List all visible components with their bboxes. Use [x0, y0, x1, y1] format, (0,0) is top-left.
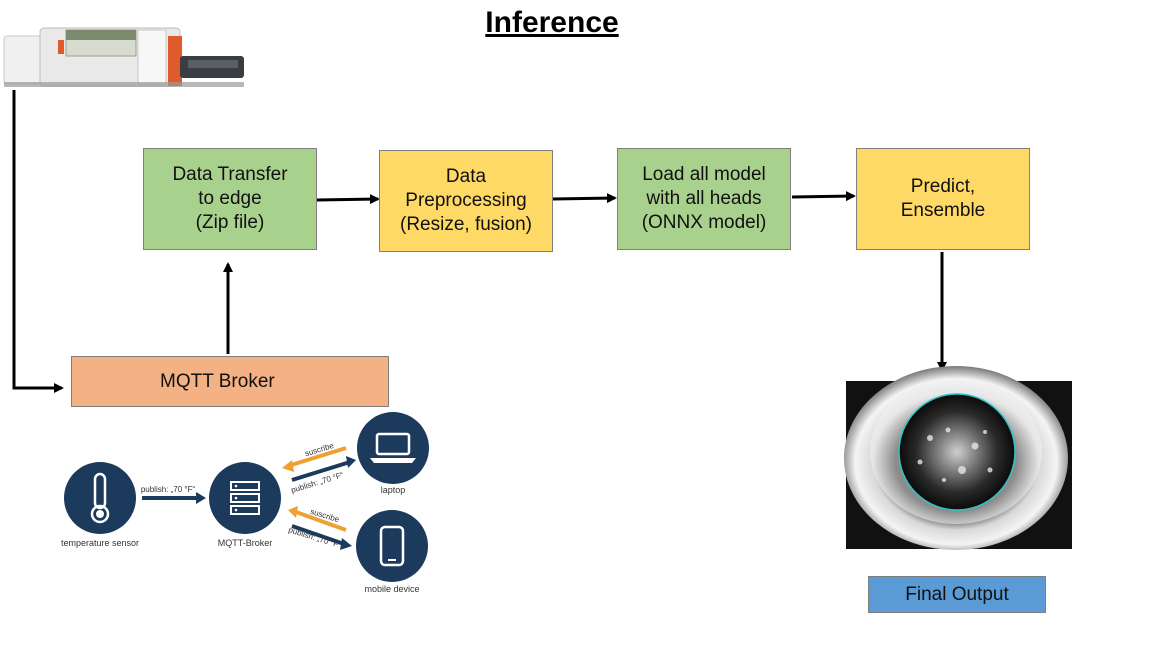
step-load-models: Load all model with all heads (ONNX mode…	[617, 148, 791, 250]
arrow-transfer-to-preprocessing	[316, 194, 380, 205]
final-output-label: Final Output	[868, 576, 1046, 613]
step-data-preprocessing: Data Preprocessing (Resize, fusion)	[379, 150, 553, 252]
broker-label-small: MQTT-Broker	[218, 538, 273, 548]
arrow-load-to-predict	[791, 191, 856, 202]
mqtt-broker-box: MQTT Broker	[71, 356, 389, 407]
server-icon	[209, 462, 281, 534]
publish-bottom-label: publish: „70 °F“	[287, 525, 342, 550]
laptop-label: laptop	[381, 485, 406, 495]
output-image	[844, 366, 1072, 550]
laptop-icon	[357, 412, 429, 484]
thermometer-icon	[64, 462, 136, 534]
laser-machine-icon	[3, 27, 244, 87]
smartphone-icon	[356, 510, 428, 582]
sensor-publish-label: publish: „70 °F“	[141, 485, 196, 494]
mqtt-architecture-diagram: temperature sensor publish: „70 °F“ MQTT…	[61, 412, 429, 594]
mobile-label: mobile device	[364, 584, 419, 594]
sensor-label: temperature sensor	[61, 538, 139, 548]
step-predict-ensemble: Predict, Ensemble	[856, 148, 1030, 250]
page-title: Inference	[485, 6, 619, 39]
arrow-preprocessing-to-load	[552, 193, 617, 204]
step-data-transfer: Data Transfer to edge (Zip file)	[143, 148, 317, 250]
machine-to-broker-arrow	[12, 90, 64, 393]
